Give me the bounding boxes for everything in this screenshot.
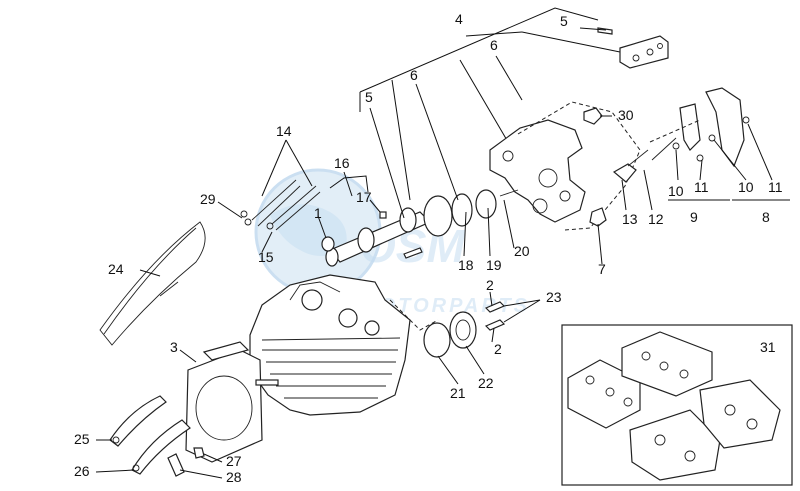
callout-11: 11 — [768, 179, 783, 195]
callout-24: 24 — [108, 261, 124, 277]
bracket-group-4 — [359, 7, 599, 112]
leader-lines — [95, 27, 790, 479]
callout-6: 6 — [490, 37, 498, 53]
callout-1: 1 — [314, 205, 322, 221]
callout-14: 14 — [276, 123, 292, 139]
callout-31: 31 — [760, 339, 776, 355]
callout-30: 30 — [618, 107, 634, 123]
callout-9: 9 — [690, 209, 698, 225]
callout-16: 16 — [334, 155, 350, 171]
rocker-shafts — [612, 87, 750, 183]
callout-29: 29 — [200, 191, 216, 207]
callout-23: 23 — [546, 289, 562, 305]
callout-5: 5 — [560, 13, 568, 29]
rocker-assembly — [489, 101, 641, 231]
callout-10: 10 — [668, 183, 684, 199]
nut-7 — [589, 207, 607, 227]
callout-18: 18 — [458, 257, 474, 273]
callout-22: 22 — [478, 375, 494, 391]
callout-2: 2 — [486, 277, 494, 293]
rocker-support-top — [597, 27, 669, 69]
gasket-kit-box — [561, 324, 793, 486]
callout-15: 15 — [258, 249, 274, 265]
callout-5: 5 — [365, 89, 373, 105]
callout-7: 7 — [598, 261, 606, 277]
washer-30 — [583, 107, 603, 125]
callout-8: 8 — [762, 209, 770, 225]
callout-3: 3 — [170, 339, 178, 355]
callout-26: 26 — [74, 463, 90, 479]
callout-19: 19 — [486, 257, 502, 273]
pins-27-28 — [167, 447, 205, 477]
camshaft — [321, 189, 519, 267]
callout-12: 12 — [648, 211, 664, 227]
cover-and-oring — [389, 299, 506, 358]
cylinder-head — [249, 274, 411, 416]
callout-17: 17 — [356, 189, 372, 205]
callout-13: 13 — [622, 211, 638, 227]
callout-28: 28 — [226, 469, 242, 485]
callout-4: 4 — [455, 11, 463, 27]
callout-11: 11 — [694, 179, 709, 195]
callout-6: 6 — [410, 67, 418, 83]
callout-10: 10 — [738, 179, 754, 195]
callout-27: 27 — [226, 453, 242, 469]
callout-25: 25 — [74, 431, 90, 447]
callout-2: 2 — [494, 341, 502, 357]
timing-chain — [99, 221, 206, 346]
chain-guides — [109, 395, 191, 475]
callout-21: 21 — [450, 385, 466, 401]
head-gaskets — [185, 341, 279, 463]
callout-20: 20 — [514, 243, 530, 259]
studs-and-small-parts — [240, 175, 387, 231]
